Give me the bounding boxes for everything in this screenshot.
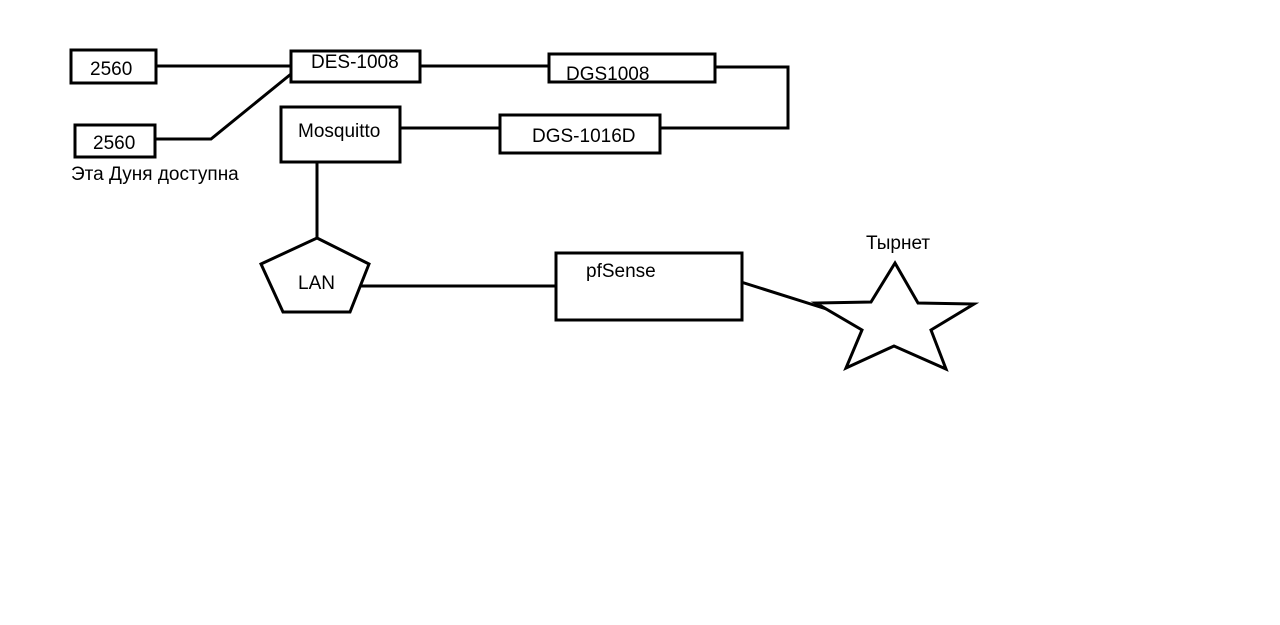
connectors [155, 64, 837, 314]
node-internet-label: Тырнет [866, 233, 930, 254]
node-lan-label: LAN [298, 273, 335, 294]
node-dgs-1016d-label: DGS-1016D [532, 126, 636, 147]
node-dgs1008-label: DGS1008 [566, 64, 649, 85]
pentagon-shape [259, 236, 371, 314]
node-dgs-1016d: DGS-1016D [498, 113, 662, 155]
node-2560-bottom: 2560 [73, 123, 157, 159]
node-2560-top: 2560 [69, 48, 158, 85]
link-2560-bottom-to-des [155, 72, 292, 141]
node-internet: Тырнет [810, 233, 980, 372]
star-shape [810, 260, 980, 372]
node-dgs1008: DGS1008 [547, 52, 717, 85]
node-des-1008: DES-1008 [289, 49, 422, 84]
node-mosquitto-label: Mosquitto [298, 121, 380, 142]
node-2560-bottom-label: 2560 [93, 133, 135, 154]
node-lan: LAN [259, 236, 371, 314]
node-des-1008-label: DES-1008 [311, 52, 399, 73]
node-2560-top-label: 2560 [90, 59, 132, 80]
availability-note: Эта Дуня доступна [71, 164, 239, 185]
link-dgs1008-to-dgs1016d [660, 65, 790, 130]
node-pfsense: pfSense [554, 251, 744, 322]
node-mosquitto: Mosquitto [279, 105, 402, 164]
node-pfsense-label: pfSense [586, 261, 656, 282]
